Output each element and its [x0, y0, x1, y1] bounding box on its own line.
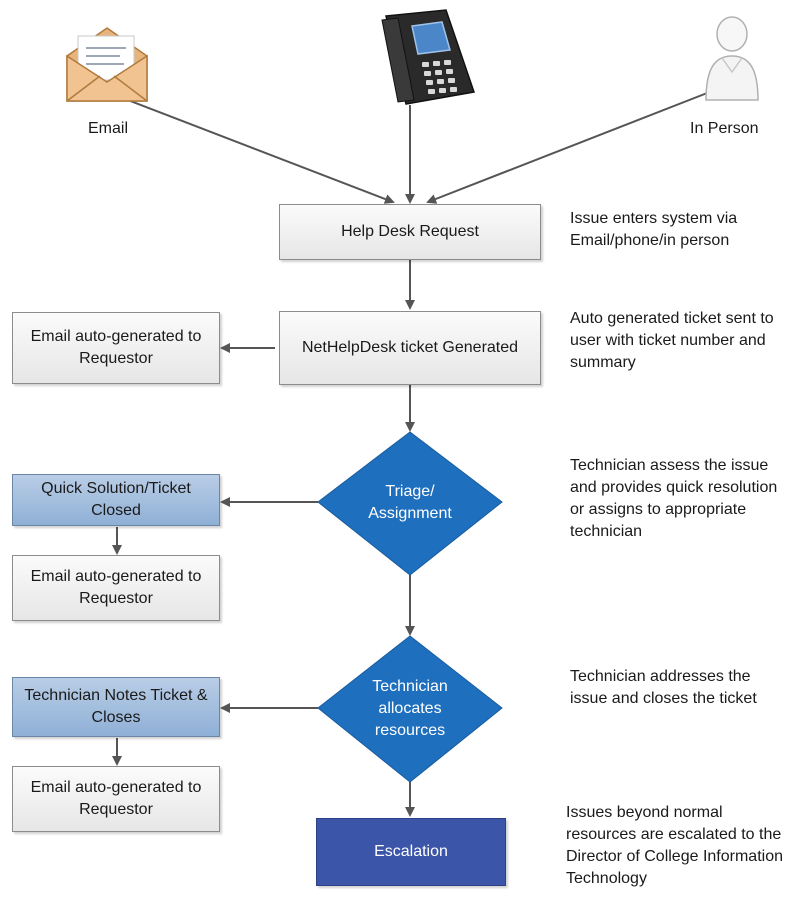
- note-issue-enters: Issue enters system via Email/phone/in p…: [570, 210, 738, 249]
- email-auto-box-1: Email auto-generated to Requestor: [12, 312, 220, 384]
- in-person-source-label: In Person: [690, 120, 759, 137]
- connector-person: [426, 87, 721, 204]
- allocate-label: Technician allocates resources: [372, 678, 448, 739]
- envelope-icon: [66, 27, 148, 102]
- note-escalated: Issues beyond normal resources are escal…: [566, 804, 783, 887]
- triage-diamond: [317, 431, 503, 576]
- quick-solution-box: Quick Solution/Ticket Closed: [12, 474, 220, 526]
- note-auto-ticket: Auto generated ticket sent to user with …: [570, 310, 774, 371]
- person-icon: [705, 16, 759, 101]
- allocate-diamond: [317, 635, 503, 783]
- email-auto-box-3: Email auto-generated to Requestor: [12, 766, 220, 832]
- triage-label: Triage/ Assignment: [368, 483, 452, 522]
- help-desk-request-box: Help Desk Request: [279, 204, 541, 260]
- desk-phone-icon: [381, 9, 475, 105]
- note-technician-assess: Technician assess the issue and provides…: [570, 457, 778, 540]
- email-source-label: Email: [88, 120, 129, 137]
- ticket-generated-box: NetHelpDesk ticket Generated: [279, 311, 541, 385]
- connector-email: [119, 96, 395, 204]
- escalation-box: Escalation: [316, 818, 506, 886]
- email-auto-box-2: Email auto-generated to Requestor: [12, 555, 220, 621]
- technician-notes-box: Technician Notes Ticket & Closes: [12, 677, 220, 737]
- note-technician-addresses: Technician addresses the issue and close…: [570, 668, 757, 707]
